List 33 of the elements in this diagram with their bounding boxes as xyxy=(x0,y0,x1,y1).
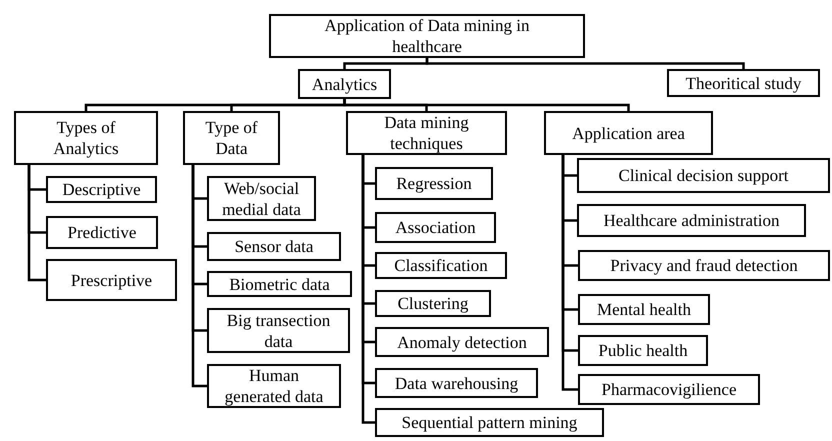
connector-line xyxy=(192,165,207,388)
category-box: Classification xyxy=(375,252,507,279)
category-box: Data mining techniques xyxy=(346,111,507,155)
category-box: Prescriptive xyxy=(46,259,177,301)
category-box: Association xyxy=(375,212,496,243)
connector-line xyxy=(426,58,745,69)
category-box: Public health xyxy=(578,335,708,366)
category-box: Sensor data xyxy=(207,232,341,261)
category-box: Application of Data mining in healthcare xyxy=(269,14,585,58)
connector-line xyxy=(28,165,46,282)
category-box: Descriptive xyxy=(46,176,157,203)
category-box: Biometric data xyxy=(207,271,352,297)
category-box: Clinical decision support xyxy=(577,158,830,193)
category-box: Healthcare administration xyxy=(577,204,806,237)
category-box: Predictive xyxy=(46,216,158,249)
category-box: Theoritical study xyxy=(667,69,820,97)
category-box: Mental health xyxy=(578,294,710,325)
category-box: Sequential pattern mining xyxy=(375,408,604,437)
category-box: Web/social medial data xyxy=(207,176,316,221)
category-box: Data warehousing xyxy=(375,368,538,398)
category-box: Regression xyxy=(375,167,493,200)
connector-line xyxy=(343,99,630,111)
category-box: Anomaly detection xyxy=(375,327,549,357)
category-box: Analytics xyxy=(298,69,391,99)
category-box: Pharmacovigilience xyxy=(578,374,760,405)
category-box: Human generated data xyxy=(207,364,341,408)
category-box: Privacy and fraud detection xyxy=(578,250,830,281)
connector-line xyxy=(562,155,578,391)
category-box: Application area xyxy=(544,111,713,155)
category-box: Types of Analytics xyxy=(14,111,158,165)
category-box: Clustering xyxy=(375,290,491,317)
category-box: Big transection data xyxy=(207,308,350,353)
category-box: Type of Data xyxy=(183,111,280,165)
